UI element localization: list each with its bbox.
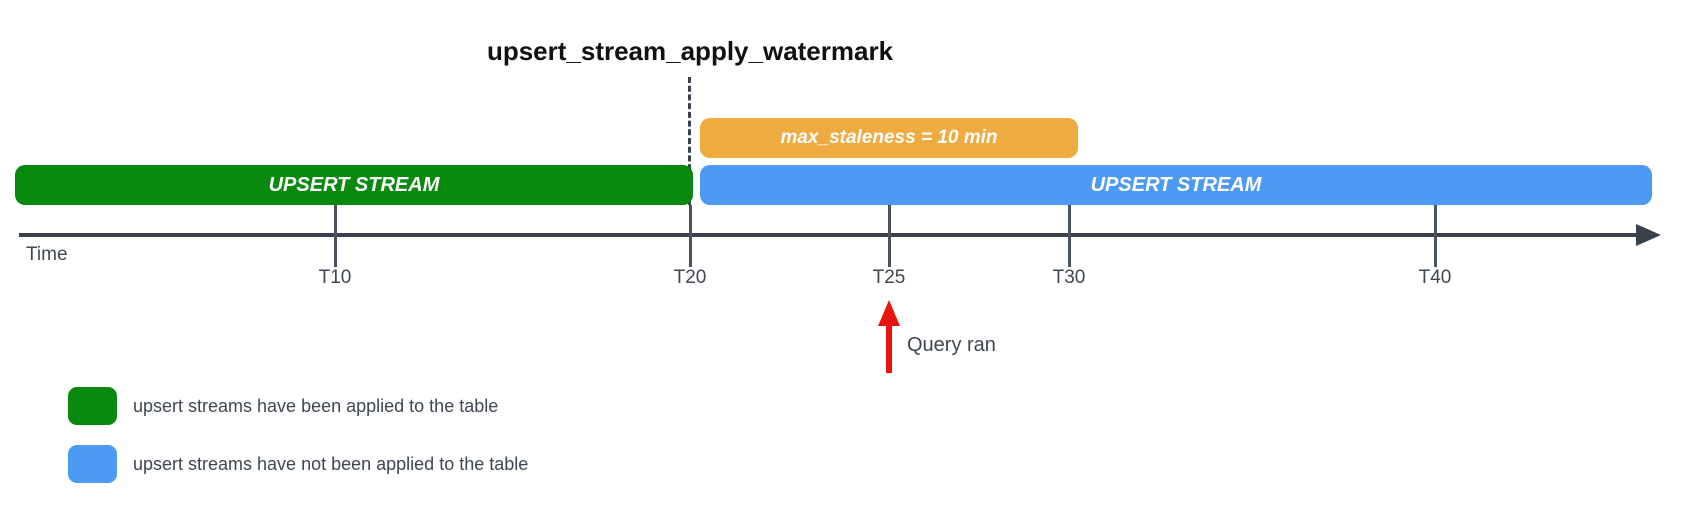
time-axis-line: [19, 233, 1640, 237]
max-staleness-bar: max_staleness = 10 min: [700, 118, 1078, 158]
arrow-shaft: [886, 322, 892, 373]
pending-upsert-stream-bar: UPSERT STREAM: [700, 165, 1652, 205]
tick-label: T40: [1418, 267, 1452, 288]
applied-upsert-stream-label: UPSERT STREAM: [268, 173, 440, 196]
time-axis-label: Time: [26, 244, 68, 265]
tick-line: [888, 205, 891, 267]
axis-arrowhead-icon: [1636, 224, 1661, 246]
arrow-up-head: [878, 300, 900, 326]
tick-line: [1434, 205, 1437, 267]
legend-item-not-applied: upsert streams have not been applied to …: [68, 445, 528, 483]
tick-line: [689, 205, 692, 267]
tick-label: T10: [318, 267, 352, 288]
tick-label: T30: [1052, 267, 1086, 288]
pending-upsert-stream-label: UPSERT STREAM: [1090, 173, 1262, 196]
legend-item-applied: upsert streams have been applied to the …: [68, 387, 498, 425]
tick-label: T25: [872, 267, 906, 288]
legend-swatch-not-applied: [68, 445, 117, 483]
applied-upsert-stream-bar: UPSERT STREAM: [15, 165, 693, 205]
tick-line: [1068, 205, 1071, 267]
legend-label-applied: upsert streams have been applied to the …: [133, 395, 499, 416]
legend-label-not-applied: upsert streams have not been applied to …: [133, 453, 529, 474]
tick-line: [334, 205, 337, 267]
diagram-title: upsert_stream_apply_watermark: [486, 36, 894, 66]
query-ran-label: Query ran: [907, 334, 996, 356]
legend-swatch-applied: [68, 387, 117, 425]
tick-label: T20: [673, 267, 707, 288]
watermark-dotted-line: [688, 77, 691, 205]
max-staleness-label: max_staleness = 10 min: [780, 127, 998, 148]
